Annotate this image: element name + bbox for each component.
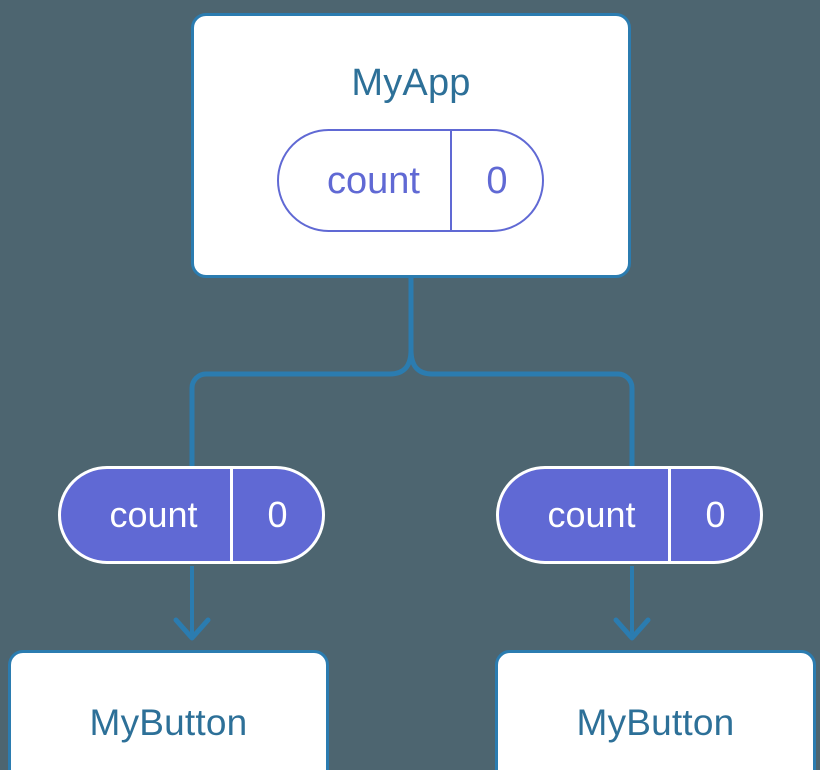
state-pill-value: 0 bbox=[486, 159, 508, 202]
component-label-myapp: MyApp bbox=[351, 62, 471, 104]
component-box-mybutton-left[interactable]: MyButton bbox=[8, 650, 329, 770]
connector-elbow-left bbox=[189, 371, 207, 470]
connector-fork-right bbox=[408, 349, 618, 377]
connector-elbow-right bbox=[617, 371, 635, 470]
state-pill-myapp[interactable]: count 0 bbox=[277, 129, 544, 232]
component-box-mybutton-right[interactable]: MyButton bbox=[495, 650, 816, 770]
prop-arrow-right-head bbox=[613, 617, 651, 641]
prop-pill-key: count bbox=[499, 469, 671, 561]
prop-pill-value: 0 bbox=[705, 494, 726, 535]
component-box-myapp[interactable]: MyApp bbox=[191, 13, 631, 278]
component-label-mybutton: MyButton bbox=[576, 702, 735, 743]
prop-pill-value: 0 bbox=[267, 494, 288, 535]
component-label-mybutton: MyButton bbox=[89, 702, 248, 743]
connector-fork-left bbox=[206, 349, 414, 377]
prop-pill-key: count bbox=[61, 469, 233, 561]
prop-pill-left[interactable]: count 0 bbox=[58, 466, 325, 564]
state-pill-key: count bbox=[279, 131, 452, 230]
prop-arrow-left-head bbox=[173, 617, 211, 641]
prop-pill-right[interactable]: count 0 bbox=[496, 466, 763, 564]
